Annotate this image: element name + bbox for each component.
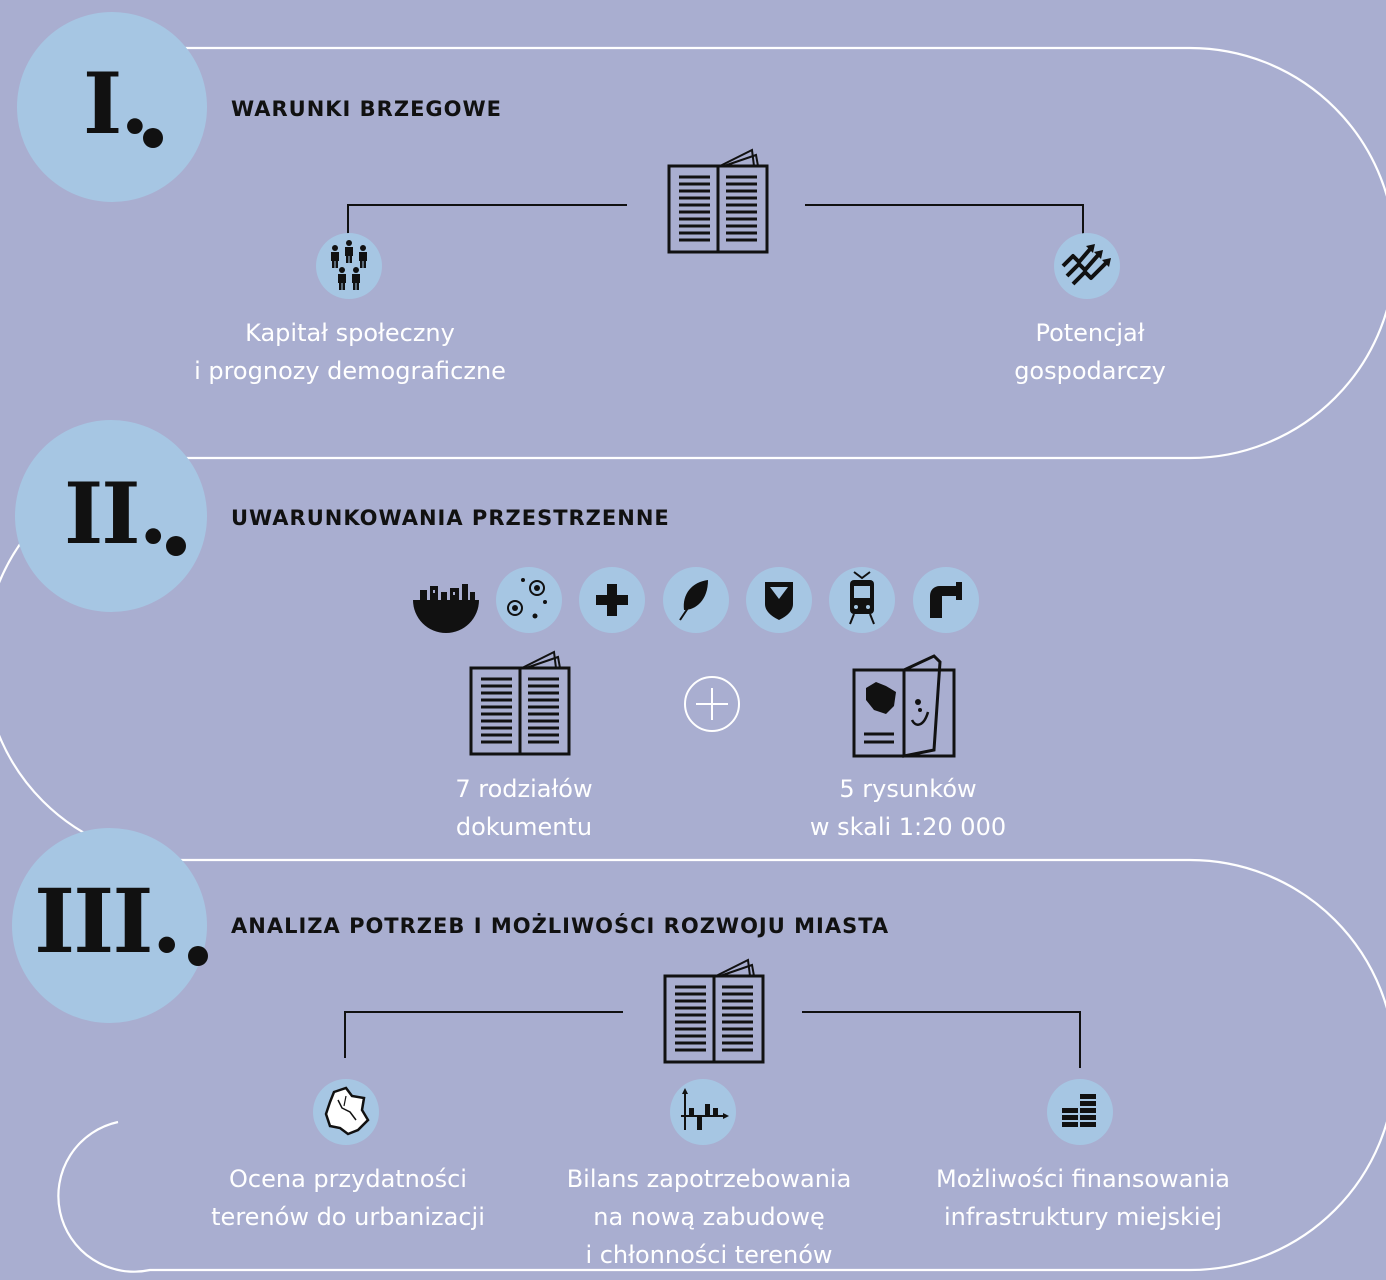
connector-lines (347, 204, 1084, 237)
section-title: ANALIZA POTRZEB I MOŻLIWOŚCI ROZWOJU MIA… (231, 914, 890, 938)
section-number-circle (15, 420, 207, 612)
item-label-line: w skali 1:20 000 (809, 813, 1007, 841)
item-label-line: infrastruktury miejskiej (943, 1203, 1223, 1231)
city-skyline-icon (413, 584, 479, 633)
people-icon (316, 233, 382, 299)
bar-chart-icon (670, 1079, 736, 1145)
section-numeral: I. (83, 54, 150, 153)
plus-circle-icon (684, 676, 740, 732)
tram-icon (829, 567, 895, 633)
city-map-icon (313, 1079, 379, 1145)
plus-cross-icon (579, 567, 645, 633)
item-label-line: 7 rodziałów (455, 775, 593, 803)
item-label: 5 rysunków w skali 1:20 000 (758, 770, 1058, 846)
item-label-line: i chłonności terenów (585, 1241, 833, 1269)
item-label-line: Bilans zapotrzebowania (566, 1165, 852, 1193)
item-label-line: Ocena przydatności (229, 1165, 467, 1193)
item-label-line: i prognozy demograficzne (194, 357, 506, 385)
coins-stack-icon (1047, 1079, 1113, 1145)
numeral-dot (143, 128, 163, 148)
item-label: Kapitał społeczny i prognozy demograficz… (150, 314, 550, 390)
map-folder-icon (852, 654, 956, 758)
item-label: Ocena przydatności terenów do urbanizacj… (178, 1160, 518, 1236)
section-title: WARUNKI BRZEGOWE (231, 97, 503, 121)
leaf-icon (663, 567, 729, 633)
book-icon (469, 650, 571, 756)
item-label-line: na nową zabudowę (593, 1203, 825, 1231)
pipe-icon (913, 567, 979, 633)
section-number-circle (17, 12, 207, 202)
item-label-line: Możliwości finansowania (936, 1165, 1230, 1193)
numeral-dot (166, 536, 186, 556)
item-label-line: dokumentu (455, 813, 593, 841)
item-label: Potencjał gospodarczy (940, 314, 1240, 390)
section-title: UWARUNKOWANIA PRZESTRZENNE (231, 506, 670, 530)
item-label: Możliwości finansowania infrastruktury m… (908, 1160, 1258, 1236)
item-label: Bilans zapotrzebowania na nową zabudowę … (534, 1160, 884, 1274)
section-number-circle (12, 828, 207, 1023)
book-icon (663, 958, 765, 1064)
item-label-line: Kapitał społeczny (245, 319, 455, 347)
numeral-dot (188, 946, 208, 966)
book-icon (667, 148, 769, 254)
item-label-line: terenów do urbanizacji (211, 1203, 485, 1231)
item-label-line: gospodarczy (1014, 357, 1166, 385)
item-label-line: 5 rysunków (839, 775, 977, 803)
section-numeral: II. (64, 464, 168, 563)
growth-arrows-icon (1054, 233, 1120, 299)
item-label-line: Potencjał (1035, 319, 1145, 347)
shield-icon (746, 567, 812, 633)
section-numeral: III. (34, 869, 182, 973)
item-label: 7 rodziałów dokumentu (374, 770, 674, 846)
circles-dots-icon (496, 567, 562, 633)
